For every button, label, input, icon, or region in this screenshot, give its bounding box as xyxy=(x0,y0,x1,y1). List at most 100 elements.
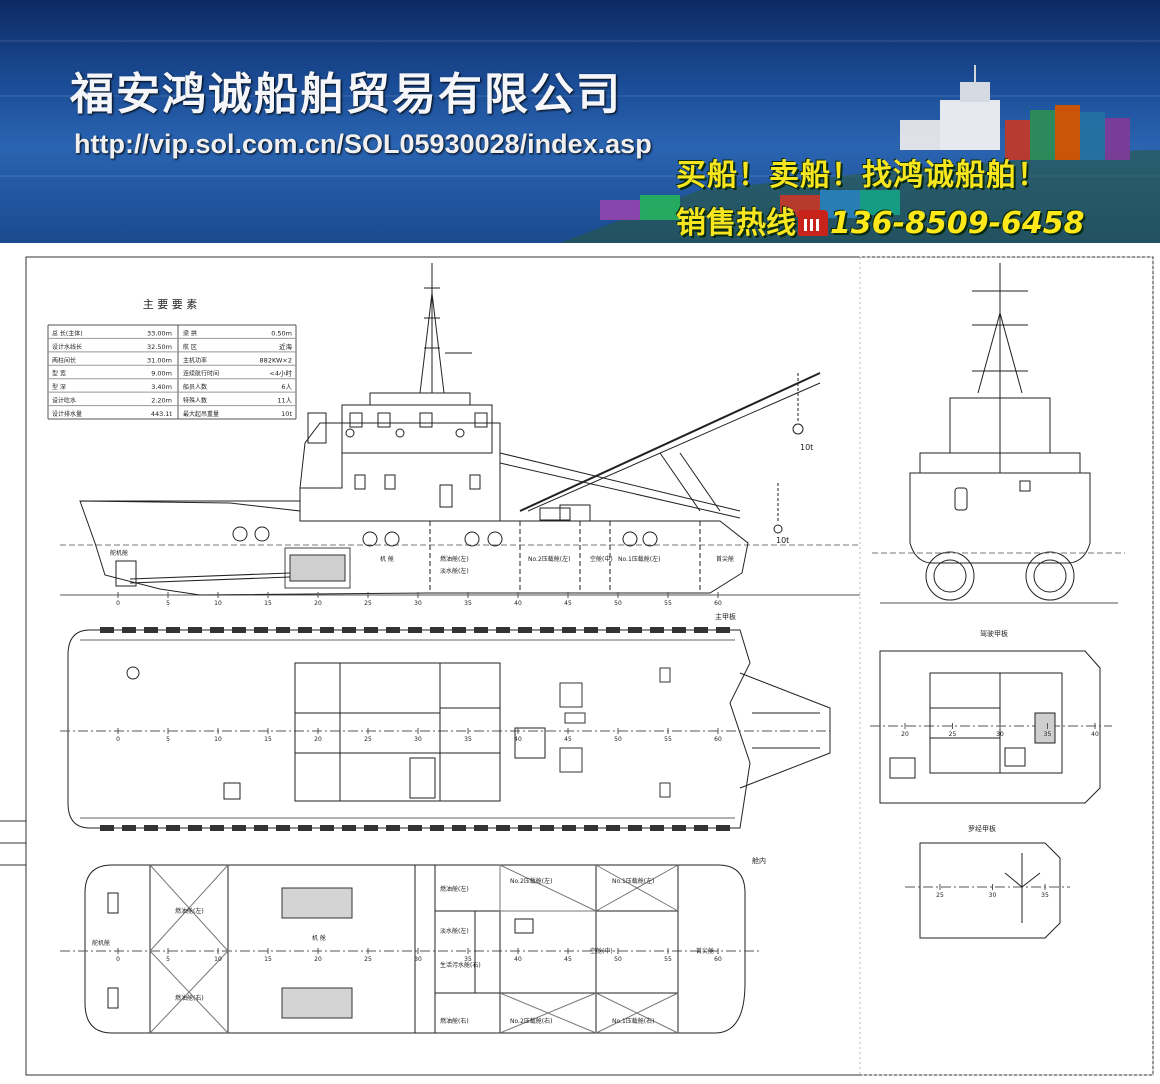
svg-text:舵机舱: 舵机舱 xyxy=(92,939,110,947)
spec-label: 设计水线长 xyxy=(52,343,82,351)
spec-label: 连续航行时间 xyxy=(183,370,219,378)
frame-tick-label: 5 xyxy=(166,736,170,743)
compass-deck-label: 罗经甲板 xyxy=(968,824,996,833)
hold-plan: 舱内 舵机舱 燃油舱(左) 燃油舱(右) 机 舱 燃油舱(左) 燃油舱(右) 淡… xyxy=(60,856,766,1034)
frame-tick-label: 10 xyxy=(214,736,222,743)
frame-tick-label: 35 xyxy=(464,956,472,963)
frame-tick-label: 55 xyxy=(664,736,672,743)
phone-number[interactable]: 136-8509-6458 xyxy=(830,206,1085,241)
spec-label: 总 长(主体) xyxy=(52,329,83,337)
svg-text:生活污水舱(右): 生活污水舱(右) xyxy=(440,961,481,969)
svg-text:No.2压载舱(左): No.2压载舱(左) xyxy=(528,555,570,563)
svg-text:淡水舱(左): 淡水舱(左) xyxy=(440,567,469,575)
svg-text:空舱(中): 空舱(中) xyxy=(590,947,613,955)
hook-load-bottom: 10t xyxy=(776,536,789,545)
spec-value: 33.00m xyxy=(147,329,172,337)
spec-label: 两柱间长 xyxy=(52,356,76,364)
svg-text:No.2压载舱(左): No.2压载舱(左) xyxy=(510,877,552,885)
spec-label: 最大起吊重量 xyxy=(183,410,219,418)
spec-label: 型 宽 xyxy=(52,370,66,378)
svg-text:燃油舱(左): 燃油舱(左) xyxy=(440,885,469,893)
frame-tick-label: 25 xyxy=(364,956,372,963)
frame-tick-label: 25 xyxy=(949,731,957,738)
spec-value: 11人 xyxy=(277,397,292,405)
svg-text:No.1压载舱(左): No.1压载舱(左) xyxy=(612,877,654,885)
frame-tick-label: 5 xyxy=(166,600,170,607)
frame-tick-label: 20 xyxy=(314,956,322,963)
bridge-deck-label: 驾驶甲板 xyxy=(980,629,1008,638)
main-deck-label: 主甲板 xyxy=(715,612,736,621)
spec-value: 3.40m xyxy=(151,383,172,391)
svg-text:机 舱: 机 舱 xyxy=(380,555,394,563)
frame-tick-label: 30 xyxy=(989,892,997,899)
company-url[interactable]: http://vip.sol.com.cn/SOL05930028/index.… xyxy=(74,129,652,159)
frame-tick-label: 0 xyxy=(116,600,120,607)
company-name: 福安鸿诚船舶贸易有限公司 xyxy=(70,69,622,120)
svg-text:首尖舱: 首尖舱 xyxy=(716,555,734,563)
hotline-label: 销售热线 xyxy=(676,206,796,241)
svg-text:No.1压载舱(右): No.1压载舱(右) xyxy=(612,1017,654,1025)
spec-value: 882KW×2 xyxy=(260,356,292,364)
frame-tick-label: 30 xyxy=(414,736,422,743)
frame-tick-label: 35 xyxy=(464,600,472,607)
frame-tick-label: 35 xyxy=(1044,731,1052,738)
spec-label: 型 深 xyxy=(52,383,66,391)
frame-tick-label: 0 xyxy=(116,956,120,963)
spec-value: 2.20m xyxy=(151,397,172,405)
frame-tick-label: 50 xyxy=(614,736,622,743)
spec-label: 特殊人数 xyxy=(183,397,207,405)
frame-tick-label: 45 xyxy=(564,956,572,963)
frame-tick-label: 30 xyxy=(414,600,422,607)
spec-label: 设计排水量 xyxy=(52,410,82,418)
frame-tick-label: 25 xyxy=(936,892,944,899)
svg-text:燃油舱(右): 燃油舱(右) xyxy=(175,994,204,1002)
company-banner: 福安鸿诚船舶贸易有限公司 http://vip.sol.com.cn/SOL05… xyxy=(0,0,1160,243)
spec-value: <4小时 xyxy=(269,369,292,378)
spec-value: 443.1t xyxy=(151,410,173,418)
frame-tick-label: 5 xyxy=(166,956,170,963)
front-elevation xyxy=(872,263,1125,604)
frame-tick-label: 35 xyxy=(1041,892,1049,899)
spec-value: 32.50m xyxy=(147,343,172,351)
svg-text:首尖舱: 首尖舱 xyxy=(696,947,714,955)
spec-label: 设计吃水 xyxy=(52,397,76,405)
frame-tick-label: 15 xyxy=(264,736,272,743)
svg-text:淡水舱(左): 淡水舱(左) xyxy=(440,927,469,935)
frame-tick-label: 55 xyxy=(664,600,672,607)
frame-tick-label: 35 xyxy=(464,736,472,743)
frame-tick-label: 25 xyxy=(364,600,372,607)
frame-tick-label: 25 xyxy=(364,736,372,743)
container-ship-illustration xyxy=(560,65,1160,243)
hotline: 销售热线 136-8509-6458 xyxy=(676,198,1085,242)
frame-tick-label: 60 xyxy=(714,956,722,963)
svg-text:燃油舱(右): 燃油舱(右) xyxy=(440,1017,469,1025)
spec-value: 31.00m xyxy=(147,356,172,364)
frame-tick-label: 20 xyxy=(314,736,322,743)
frame-tick-label: 10 xyxy=(214,956,222,963)
frame-tick-label: 15 xyxy=(264,956,272,963)
frame-tick-label: 40 xyxy=(514,956,522,963)
frame-tick-label: 60 xyxy=(714,736,722,743)
frame-tick-label: 55 xyxy=(664,956,672,963)
frame-tick-label: 40 xyxy=(514,736,522,743)
svg-text:舵机舱: 舵机舱 xyxy=(110,549,128,557)
spec-value: 10t xyxy=(281,410,292,418)
frame-tick-label: 40 xyxy=(514,600,522,607)
svg-text:燃油舱(左): 燃油舱(左) xyxy=(175,907,204,915)
frame-tick-label: 30 xyxy=(996,731,1004,738)
frame-tick-label: 45 xyxy=(564,600,572,607)
phone-icon xyxy=(798,210,828,236)
frame-tick-label: 50 xyxy=(614,956,622,963)
frame-tick-label: 10 xyxy=(214,600,222,607)
spec-label: 船员人数 xyxy=(183,383,207,391)
spec-label: 航 区 xyxy=(183,343,197,351)
frame-tick-label: 0 xyxy=(116,736,120,743)
frame-tick-label: 30 xyxy=(414,956,422,963)
compass-deck-plan: 罗经甲板 25 30 35 xyxy=(905,824,1070,939)
frame-tick-label: 40 xyxy=(1091,731,1099,738)
